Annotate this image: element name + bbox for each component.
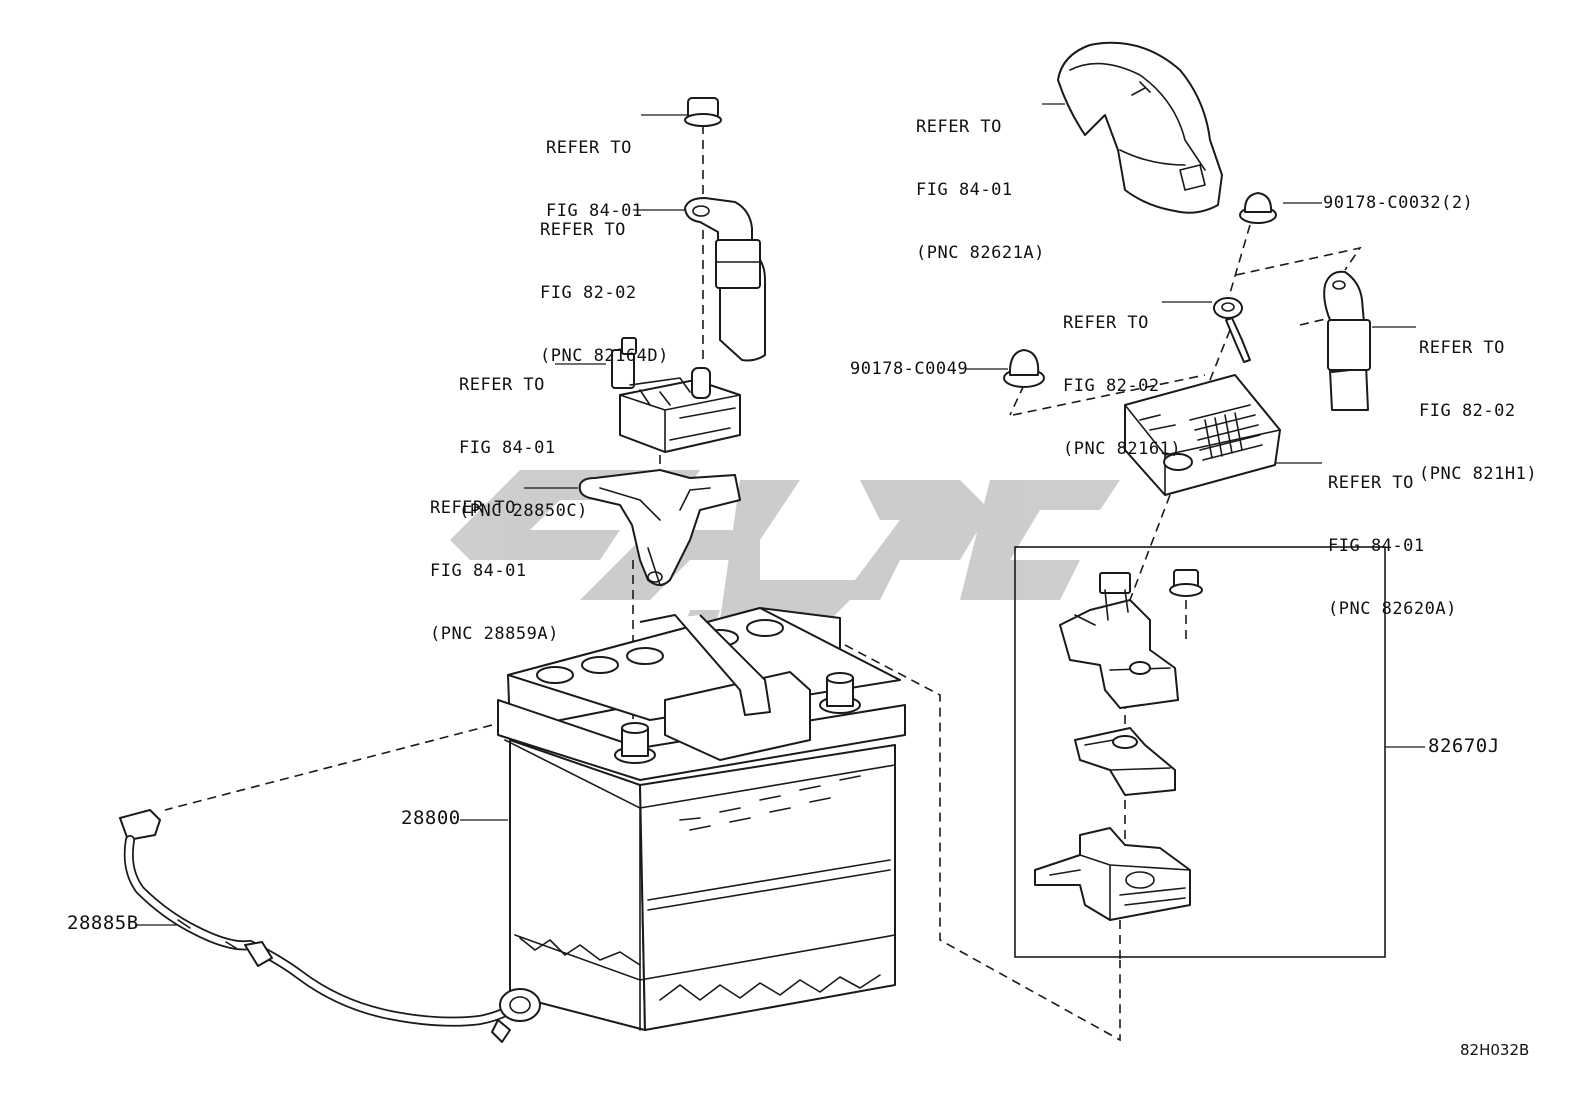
label-line: FIG 82-02: [1419, 401, 1516, 421]
clamp-cable-82164d: [684, 197, 766, 362]
label-refer-28850c: REFER TO FIG 84-01 (PNC 28850C): [459, 333, 588, 543]
clip-icon-90178-c0032: [1239, 192, 1277, 224]
diagram-code: 82H032B: [1460, 1041, 1530, 1059]
label-line: (PNC 28859A): [430, 624, 559, 644]
label-line: REFER TO: [546, 138, 632, 158]
label-refer-nut-top: REFER TO FIG 84-01: [546, 96, 643, 243]
label-refer-82620a: REFER TO FIG 84-01 (PNC 82620A): [1328, 431, 1457, 641]
label-part-82670j: 82670J: [1428, 735, 1500, 757]
label-part-28885b: 28885B: [67, 912, 139, 934]
label-line: FIG 84-01: [430, 561, 527, 581]
label-line: FIG 84-01: [459, 438, 556, 458]
label-line: (PNC 28850C): [459, 501, 588, 521]
terminal-base-lower: [1034, 827, 1191, 921]
label-line: FIG 82-02: [1063, 376, 1160, 396]
label-part-90178-c0049: 90178-C0049: [850, 359, 969, 379]
label-line: REFER TO: [1419, 338, 1505, 358]
label-line: (PNC 82161): [1063, 439, 1182, 459]
label-line: REFER TO: [916, 117, 1002, 137]
label-refer-82621a: REFER TO FIG 84-01 (PNC 82621A): [916, 75, 1045, 285]
cable-28885b: [119, 809, 541, 1043]
label-line: (PNC 821H1): [1419, 464, 1538, 484]
cable-821h1: [1323, 270, 1371, 411]
battery-28800: [497, 607, 906, 1031]
label-line: REFER TO: [459, 375, 545, 395]
label-line: REFER TO: [1328, 473, 1414, 493]
nut-icon-top: [684, 97, 722, 127]
label-refer-821h1: REFER TO FIG 82-02 (PNC 821H1): [1419, 296, 1537, 506]
label-line: REFER TO: [430, 498, 516, 518]
label-refer-82161: REFER TO FIG 82-02 (PNC 82161): [1063, 271, 1181, 481]
nut-icon-82670j: [1169, 569, 1203, 597]
label-line: REFER TO: [540, 220, 626, 240]
label-line: FIG 84-01: [916, 180, 1013, 200]
terminal-clamp-middle: [1074, 727, 1176, 796]
label-line: (PNC 82620A): [1328, 599, 1457, 619]
fuse-box-82620a: [1124, 374, 1281, 496]
label-line: REFER TO: [1063, 313, 1149, 333]
terminal-clamp-upper: [1059, 572, 1179, 709]
label-line: FIG 84-01: [1328, 536, 1425, 556]
label-line: (PNC 82621A): [916, 243, 1045, 263]
label-line: FIG 84-01: [546, 201, 643, 221]
terminal-82161: [1213, 297, 1251, 363]
clip-icon-90178-c0049: [1003, 349, 1045, 388]
fuse-28850c: [611, 337, 741, 453]
bracket-28859a: [578, 469, 741, 586]
battery-terminal-positive: [819, 672, 861, 714]
label-refer-28859a: REFER TO FIG 84-01 (PNC 28859A): [430, 456, 559, 666]
leader-lines: [135, 103, 1425, 926]
cover-82621a: [1057, 41, 1223, 214]
label-part-28800: 28800: [401, 807, 461, 829]
label-part-90178-c0032: 90178-C0032(2): [1323, 193, 1474, 213]
label-line: (PNC 82164D): [540, 346, 669, 366]
label-refer-82164d: REFER TO FIG 82-02 (PNC 82164D): [540, 178, 669, 388]
battery-terminal-negative: [614, 722, 656, 764]
assembly-box-82670j: [1014, 546, 1386, 958]
label-line: FIG 82-02: [540, 283, 637, 303]
